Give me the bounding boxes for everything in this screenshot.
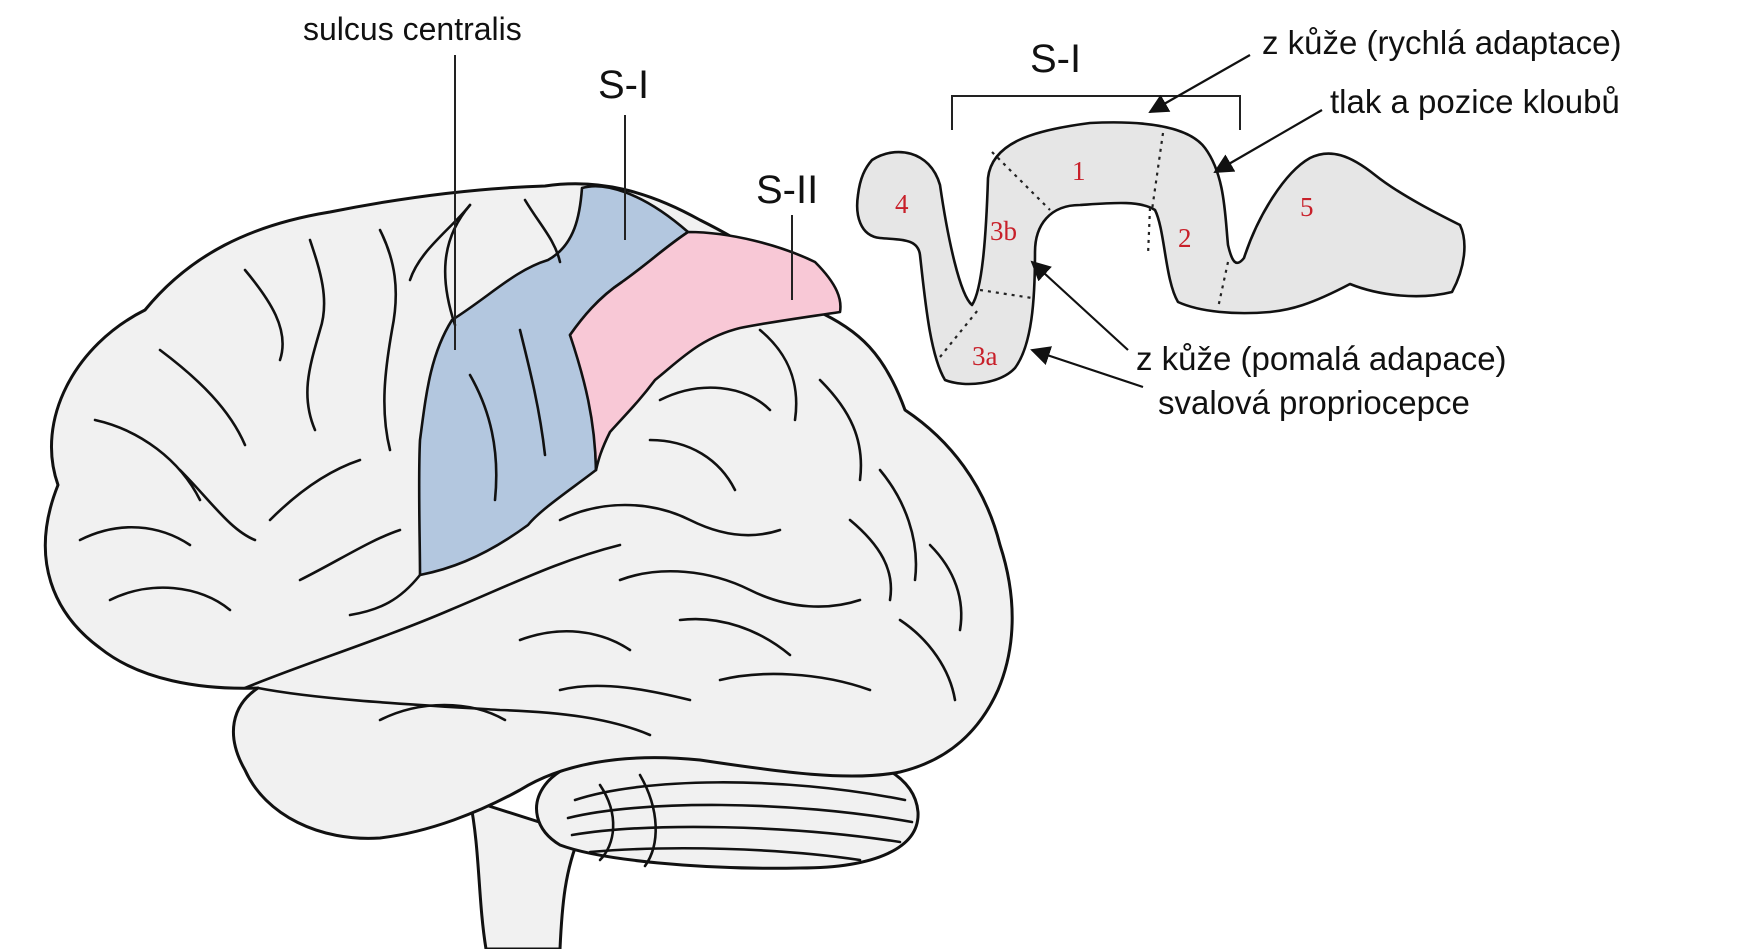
area-3a-label: 3a [972,341,998,371]
skin-slow-adaptation-label: z kůže (pomalá adapace) [1136,340,1507,377]
area-5-label: 5 [1300,192,1314,222]
area-4-label: 4 [895,189,909,219]
sulcus-centralis-label: sulcus centralis [303,11,522,47]
muscle-proprioception-label: svalová propriocepce [1158,384,1470,421]
s1-section-label: S-I [1030,37,1081,81]
area-1-label: 1 [1072,156,1086,186]
arrow-skin-fast [1150,55,1250,112]
s1-brain-label: S-I [598,63,649,107]
arrow-skin-slow [1032,262,1128,350]
s2-brain-label: S-II [756,168,818,212]
area-2-label: 2 [1178,223,1192,253]
skin-fast-adaptation-label: z kůže (rychlá adaptace) [1262,24,1622,61]
joint-pressure-label: tlak a pozice kloubů [1330,83,1620,120]
area-3b-label: 3b [990,216,1017,246]
arrow-muscle [1032,350,1143,387]
